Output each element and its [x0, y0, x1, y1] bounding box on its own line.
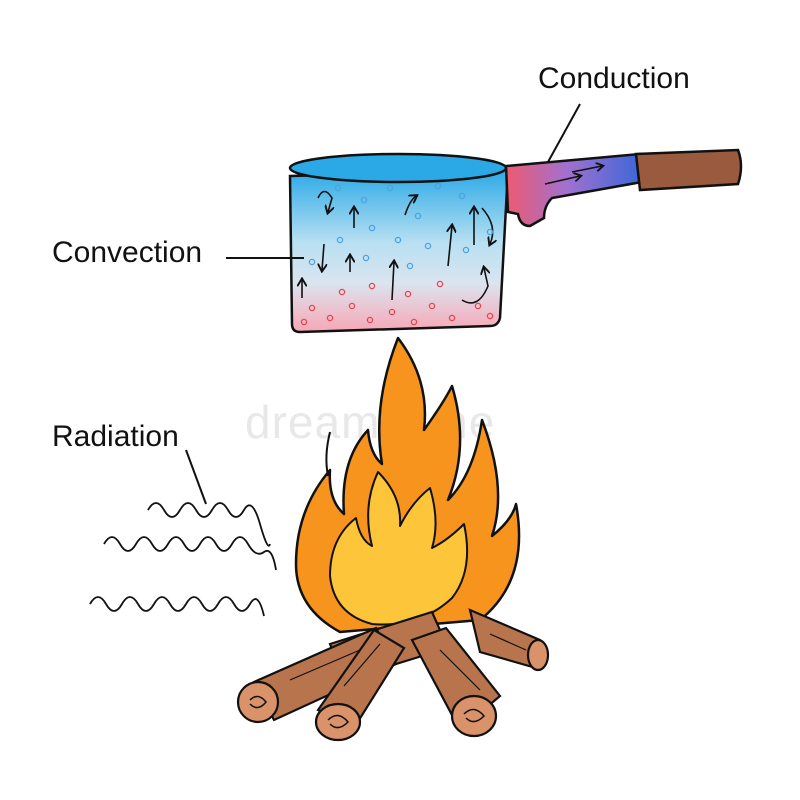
pot-handle-wood	[634, 148, 743, 192]
heat-wave-1	[147, 502, 271, 547]
water-surface	[288, 152, 508, 184]
pot-handle-metal	[504, 152, 644, 228]
conduction-label: Conduction	[538, 62, 690, 95]
fire-icon	[294, 336, 521, 634]
heat-wave-icons	[89, 502, 277, 617]
logs-icon	[236, 608, 550, 742]
radiation-label: Radiation	[52, 420, 179, 453]
saucepan-icon	[288, 148, 743, 334]
inner-flame	[329, 471, 469, 626]
cool-bubbles	[308, 182, 494, 270]
conduction-pointer	[547, 103, 581, 163]
heat-wave-3	[89, 596, 265, 617]
convection-arrows	[302, 190, 493, 304]
hot-bubbles	[300, 280, 494, 326]
radiation-pointer	[185, 449, 207, 505]
heat-wave-2	[103, 536, 277, 571]
convection-label: Convection	[52, 236, 203, 269]
